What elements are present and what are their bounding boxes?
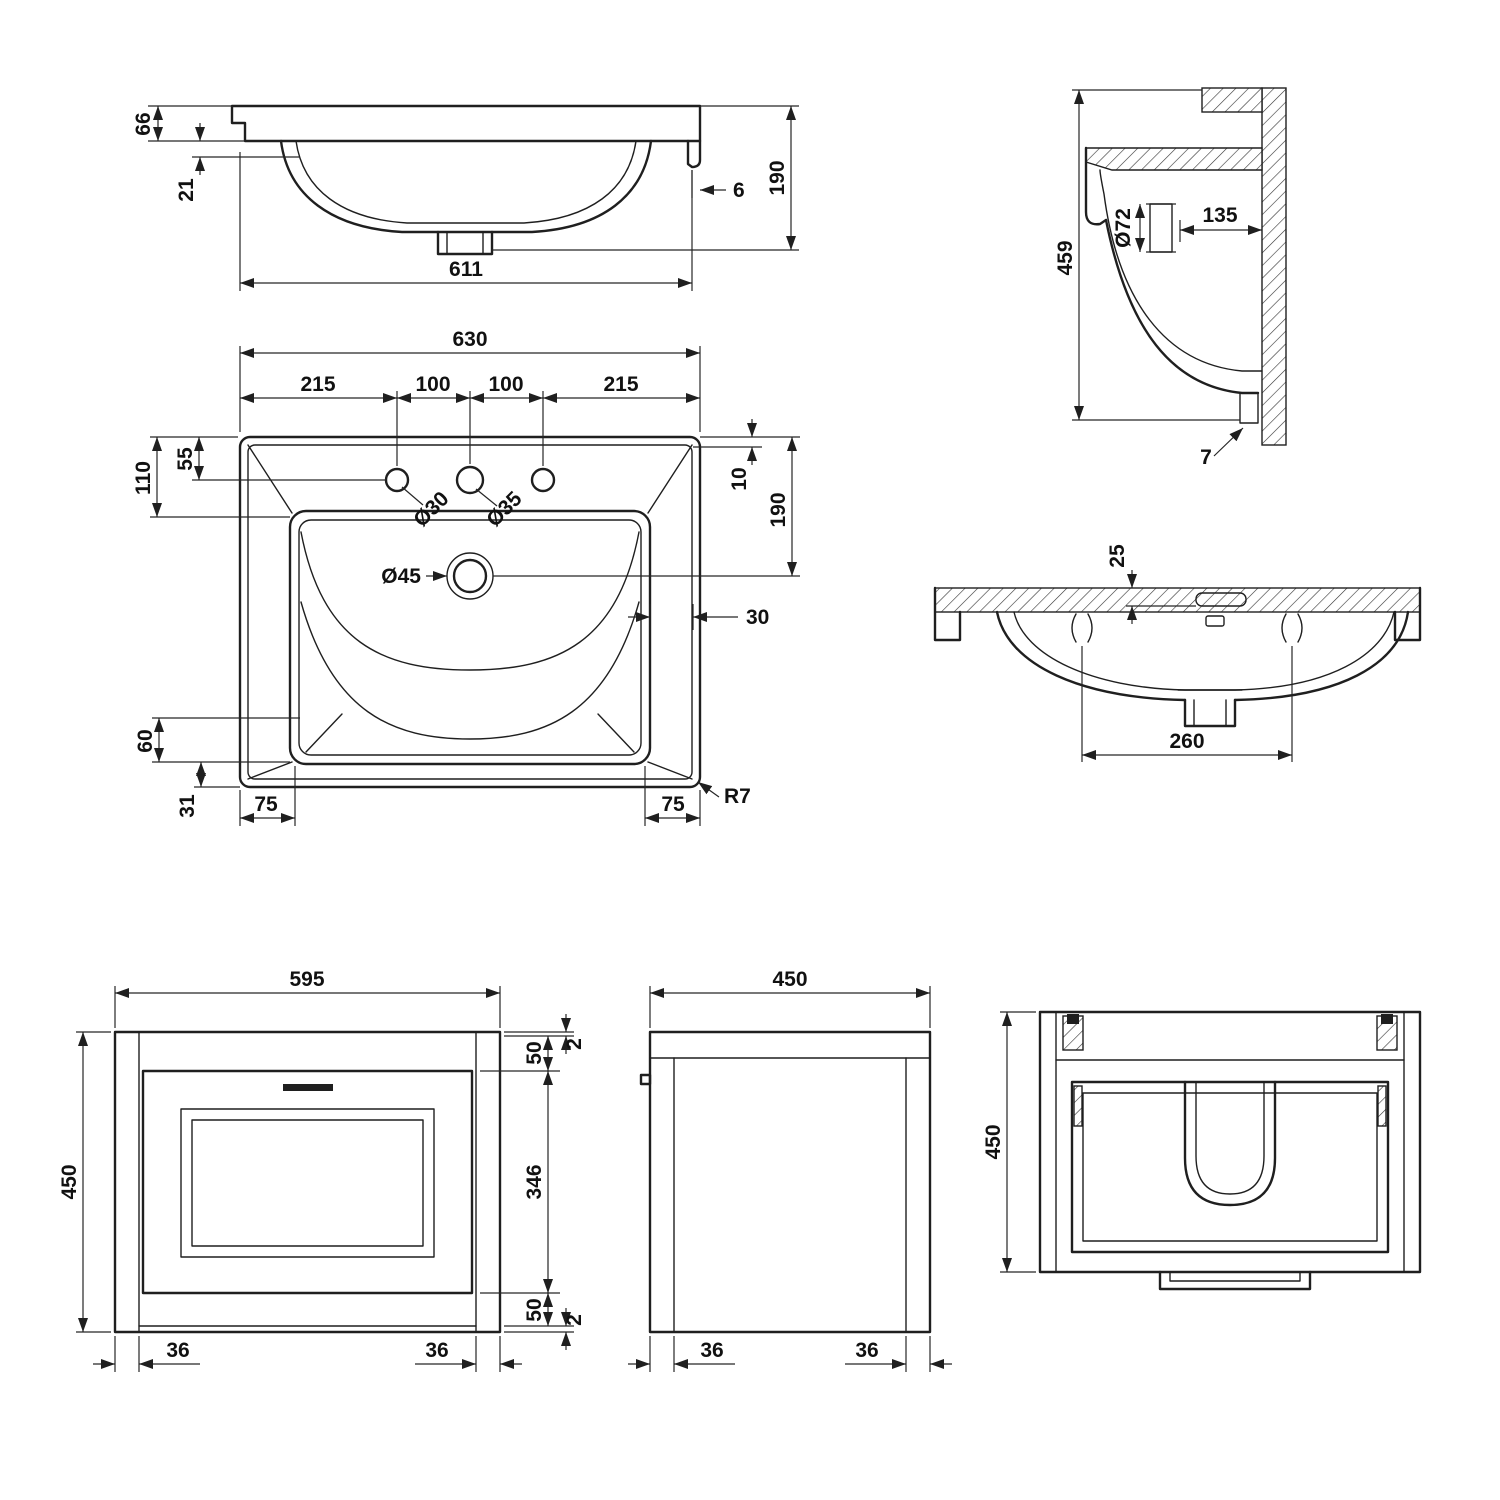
view-basin-side-section: 459 Ø72 135 7 [1054,87,1287,469]
view-basin-plan: 630 215 100 100 215 110 55 Ø30 Ø35 Ø45 [132,328,800,826]
dim-side-deck: 30 [746,606,769,629]
dim-top-gap: 2 [563,1038,586,1050]
dim-cabinet-height: 450 [58,1164,81,1199]
dim-corner-right: 75 [661,793,685,816]
dim-bottom-rail: 50 [523,1298,546,1321]
dim-plan-width: 630 [452,328,487,351]
dim-side-height: 459 [1054,240,1077,275]
dim-cabinet-width: 595 [289,968,324,991]
dim-hole-dia-30: Ø30 [409,487,453,531]
dim-bowl-inset: 21 [175,178,198,202]
dim-rim-edge: 10 [728,467,751,490]
view-vanity-side: 450 36 36 [628,968,952,1372]
dim-drawer-height: 346 [523,1164,546,1199]
dim-hole-right-offset: 215 [603,373,638,396]
view-vanity-rear: 450 [982,1010,1422,1291]
basin-front-geometry [230,104,702,256]
vanity-side-dimensions: 450 36 36 [628,968,952,1372]
dim-front-height: 190 [766,160,789,195]
dim-hole-setback: 55 [174,447,197,471]
dim-slot-offset: 25 [1106,544,1129,568]
dim-hole-span: 260 [1169,730,1204,753]
basin-plan-geometry [238,435,702,789]
dim-front-stile: 36 [700,1339,723,1362]
vanity-front-dimensions: 595 450 2 50 346 50 2 [58,968,586,1372]
dim-top-rail: 50 [523,1041,546,1064]
dim-left-stile: 36 [166,1339,189,1362]
dim-bottom-gap: 2 [563,1314,586,1326]
vanity-rear-dimensions: 450 [982,1011,1036,1273]
dim-corner-radius: R7 [724,785,751,808]
basin-section-geometry [933,586,1422,728]
basin-plan-dimensions: 630 215 100 100 215 110 55 Ø30 Ø35 Ø45 [132,328,800,826]
drawer-handle [283,1084,333,1091]
dim-waste-dia: Ø45 [381,565,421,588]
dim-deck-depth: 110 [132,461,155,495]
basin-side-dimensions: 459 Ø72 135 7 [1054,89,1262,469]
dim-bottom-gap: 7 [1200,446,1212,469]
dim-rim-height: 66 [132,112,155,135]
view-vanity-front: 595 450 2 50 346 50 2 [58,968,586,1372]
view-basin-front: 66 21 611 6 190 [132,104,799,291]
dim-rear-depth: 450 [982,1124,1005,1159]
basin-front-dimensions: 66 21 611 6 190 [132,105,799,291]
dim-right-stile: 36 [425,1339,448,1362]
dim-hole-pitch-b: 100 [488,373,523,396]
dim-back-stile: 36 [855,1339,878,1362]
vanity-rear-geometry [1038,1010,1422,1291]
basin-section-dimensions: 25 260 [1081,544,1293,762]
dim-hole-dia-35: Ø35 [482,487,527,532]
dim-hole-pitch-a: 100 [415,373,450,396]
dim-overflow-dia: Ø72 [1112,208,1135,248]
dim-front-edge: 31 [176,794,199,818]
wall-bracket-left [1067,1014,1079,1024]
dim-waste-setback: 190 [767,492,790,527]
dim-wall-depth: 135 [1202,204,1237,227]
dim-hole-left-offset: 215 [300,373,335,396]
dim-front-deck: 60 [134,729,157,752]
vanity-front-geometry [113,1030,502,1334]
dim-bowl-width: 611 [449,258,483,281]
vanity-side-geometry [639,1030,932,1334]
dim-lip: 6 [733,179,745,202]
view-basin-front-section: 25 260 [933,544,1422,762]
dim-cabinet-depth: 450 [772,968,807,991]
basin-side-geometry [1084,87,1287,446]
wall-bracket-right [1381,1014,1393,1024]
dim-corner-left: 75 [254,793,278,816]
